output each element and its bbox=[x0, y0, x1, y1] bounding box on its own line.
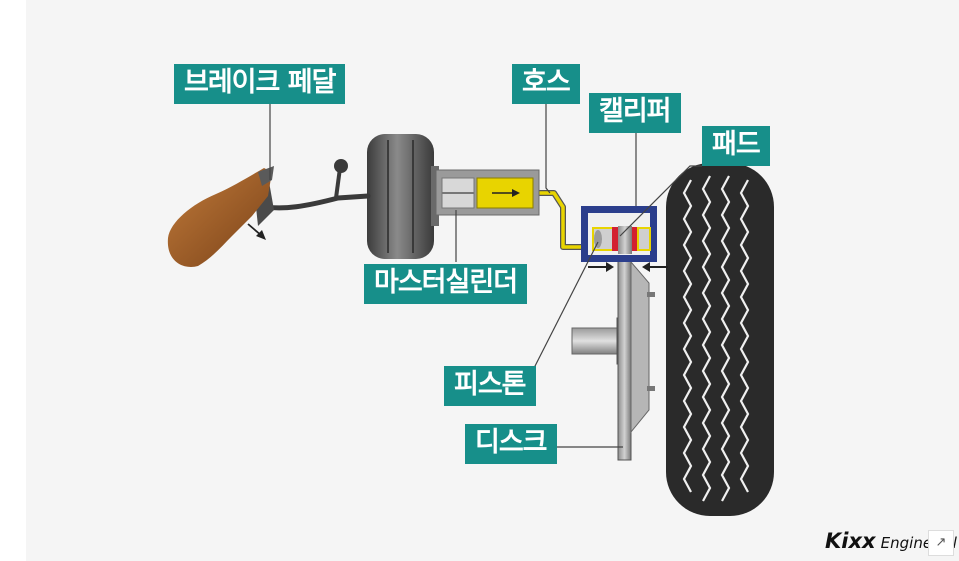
hydraulic-hose bbox=[539, 190, 601, 250]
leader-pad bbox=[619, 165, 702, 237]
tire bbox=[666, 163, 774, 516]
caliper-body bbox=[581, 206, 657, 262]
brand-mark: Kixx bbox=[825, 529, 876, 553]
label-pad: 패드 bbox=[702, 126, 770, 166]
brake-booster bbox=[367, 134, 439, 259]
label-disc: 디스크 bbox=[465, 424, 557, 464]
diagram-canvas: 브레이크 페달 호스 캘리퍼 패드 마스터실린더 피스톤 디스크 Kixx En… bbox=[26, 0, 959, 561]
leader-hose bbox=[545, 104, 551, 194]
label-piston: 피스톤 bbox=[444, 366, 536, 406]
label-hose: 호스 bbox=[512, 64, 580, 104]
leader-lines bbox=[269, 104, 702, 448]
label-master-cylinder: 마스터실린더 bbox=[364, 264, 528, 304]
expand-icon[interactable]: ↗ bbox=[928, 530, 954, 556]
label-brake-pedal: 브레이크 페달 bbox=[174, 64, 346, 104]
label-caliper: 캘리퍼 bbox=[589, 93, 681, 133]
clamp-arrows bbox=[588, 262, 668, 272]
brake-disc bbox=[571, 231, 655, 461]
brake-system-diagram bbox=[167, 104, 774, 516]
master-cylinder bbox=[435, 169, 540, 216]
leader-piston bbox=[531, 241, 599, 373]
